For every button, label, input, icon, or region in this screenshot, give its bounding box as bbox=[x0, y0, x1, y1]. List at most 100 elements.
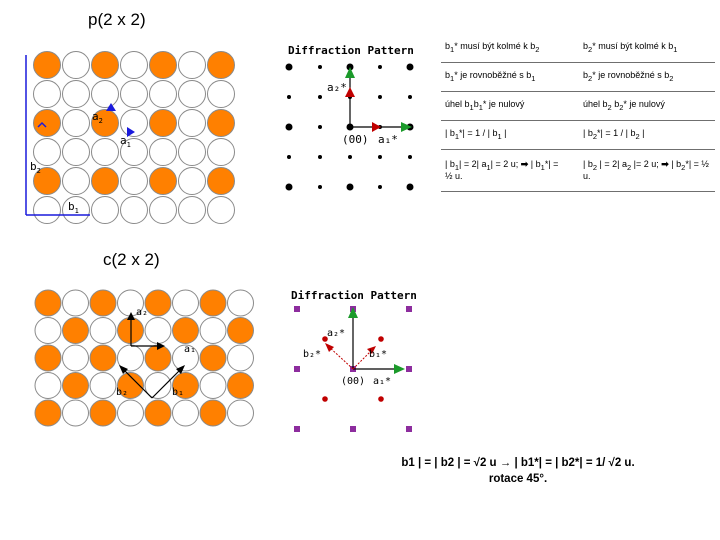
substrate-atom bbox=[33, 196, 61, 224]
label-a1: a₁ bbox=[184, 344, 196, 355]
adsorbate-atom bbox=[172, 317, 199, 344]
integer-order-spot bbox=[285, 183, 293, 191]
table-cell: úhel b2 b2* je nulový bbox=[569, 91, 715, 121]
table-cell: b1* musí být kolmé k b2 bbox=[441, 33, 569, 63]
substrate-atom bbox=[207, 138, 235, 166]
implies-arrow-icon: ➡ bbox=[520, 158, 529, 169]
substrate-atom bbox=[117, 399, 144, 427]
adsorbate-atom bbox=[34, 399, 62, 427]
fractional-order-spot bbox=[287, 155, 291, 159]
vector-b1-star-arrowhead bbox=[367, 346, 376, 354]
fractional-order-spot bbox=[318, 95, 322, 99]
table-cell: b2* je rovnoběžné s b2 bbox=[569, 62, 715, 92]
label-b1-star: b₁* bbox=[369, 349, 387, 360]
fractional-order-spot bbox=[318, 155, 322, 159]
half-order-spot bbox=[378, 336, 384, 342]
substrate-atom bbox=[144, 372, 172, 399]
adsorbate-atom bbox=[207, 167, 235, 195]
substrate-atom bbox=[33, 138, 61, 166]
substrate-atom bbox=[62, 51, 90, 79]
substrate-atom bbox=[120, 196, 148, 224]
substrate-atom bbox=[62, 109, 90, 137]
substrate-atom bbox=[120, 138, 148, 166]
fractional-order-spot bbox=[378, 155, 382, 159]
table-cell: úhel b1b1* je nulový bbox=[441, 91, 569, 121]
adsorbate-atom bbox=[62, 317, 89, 344]
label-b1: b₁ bbox=[172, 387, 184, 398]
p2x2-real-space-lattice: a2 a1 b2 b1 bbox=[25, 51, 235, 224]
fractional-order-spot bbox=[318, 125, 322, 129]
adsorbate-atom bbox=[199, 399, 227, 427]
adsorbate-atom bbox=[149, 51, 177, 79]
substrate-atom bbox=[227, 289, 254, 317]
substrate-atom bbox=[172, 399, 199, 427]
half-order-spot-arrow-a2 bbox=[345, 87, 355, 97]
substrate-atom bbox=[120, 80, 148, 108]
label-a2: a₂ bbox=[136, 307, 148, 318]
substrate-atom bbox=[178, 138, 206, 166]
substrate-atom bbox=[62, 289, 89, 317]
integer-order-spot bbox=[350, 426, 356, 432]
adsorbate-atom bbox=[227, 372, 254, 399]
fractional-order-spot bbox=[287, 95, 291, 99]
section-title-c2x2: c(2 x 2) bbox=[103, 250, 160, 269]
integer-order-spot bbox=[294, 366, 300, 372]
adsorbate-atom bbox=[144, 399, 172, 427]
substrate-atom bbox=[120, 51, 148, 79]
adsorbate-atom bbox=[34, 344, 62, 372]
fractional-order-spot bbox=[378, 95, 382, 99]
fractional-order-spot bbox=[378, 185, 382, 189]
fractional-order-spot bbox=[348, 155, 352, 159]
substrate-atom bbox=[120, 167, 148, 195]
half-order-spot bbox=[322, 396, 328, 402]
adsorbate-atom bbox=[91, 167, 119, 195]
adsorbate-atom bbox=[91, 109, 119, 137]
substrate-atom bbox=[62, 399, 89, 427]
origin-label-00: (00) bbox=[342, 133, 369, 146]
vector-b2-arrowhead bbox=[119, 365, 128, 374]
fractional-order-spot bbox=[408, 155, 412, 159]
label-a1-star: a₁* bbox=[378, 133, 398, 146]
c2x2-real-space-lattice: a₂ a₁ b₂ b₁ bbox=[34, 289, 254, 427]
vector-marker-b2 bbox=[37, 121, 47, 128]
adsorbate-atom bbox=[34, 289, 62, 317]
adsorbate-atom bbox=[33, 109, 61, 137]
vector-b2-star-arrowhead bbox=[325, 343, 334, 352]
table-cell: | b1| = 2| a1| = 2 u; ➡ | b1*| = ½ u. bbox=[441, 149, 569, 192]
adsorbate-atom bbox=[172, 372, 199, 399]
adsorbate-atom bbox=[91, 51, 119, 79]
adsorbate-atom bbox=[89, 289, 117, 317]
adsorbate-atom bbox=[199, 289, 227, 317]
label-a2-star: a₂* bbox=[327, 328, 345, 339]
vector-a2-star-arrowhead bbox=[348, 307, 358, 318]
substrate-atom bbox=[178, 167, 206, 195]
substrate-atom bbox=[207, 80, 235, 108]
substrate-atom bbox=[34, 372, 62, 399]
table-cell: | b2*| = 1 / | b2 | bbox=[569, 120, 715, 150]
adsorbate-atom bbox=[117, 372, 144, 399]
label-a2: a2 bbox=[92, 110, 103, 125]
p2x2-diffraction-pattern: Diffraction Pattern a₂* a₁* (00) bbox=[285, 44, 414, 191]
substrate-atom bbox=[89, 372, 117, 399]
table-row: | b1*| = 1 / | b1 | | b2*| = 1 / | b2 | bbox=[441, 120, 715, 150]
substrate-atom bbox=[91, 80, 119, 108]
integer-order-spot bbox=[294, 306, 300, 312]
label-b2: b₂ bbox=[116, 387, 128, 398]
table-cell: | b2 | = 2| a2 |= 2 u; ➡ | b2*| = ½ u. bbox=[569, 149, 715, 192]
substrate-atom bbox=[172, 289, 199, 317]
substrate-atom bbox=[149, 80, 177, 108]
adsorbate-atom bbox=[62, 372, 89, 399]
adsorbate-atom bbox=[199, 344, 227, 372]
table-cell: | b1*| = 1 / | b1 | bbox=[441, 120, 569, 150]
substrate-atom bbox=[178, 51, 206, 79]
label-b2-star: b₂* bbox=[303, 349, 321, 360]
label-a1: a1 bbox=[120, 134, 131, 149]
substrate-atom bbox=[34, 317, 62, 344]
vector-a2-star-arrowhead bbox=[345, 67, 355, 78]
formula-line-2: rotace 45°. bbox=[488, 473, 548, 485]
label-b2: b2 bbox=[30, 160, 41, 175]
origin-label-00: (00) bbox=[341, 376, 365, 387]
adsorbate-atom bbox=[149, 167, 177, 195]
table-cell: b1* je rovnoběžné s b1 bbox=[441, 62, 569, 92]
vector-a1-arrowhead bbox=[127, 127, 135, 137]
